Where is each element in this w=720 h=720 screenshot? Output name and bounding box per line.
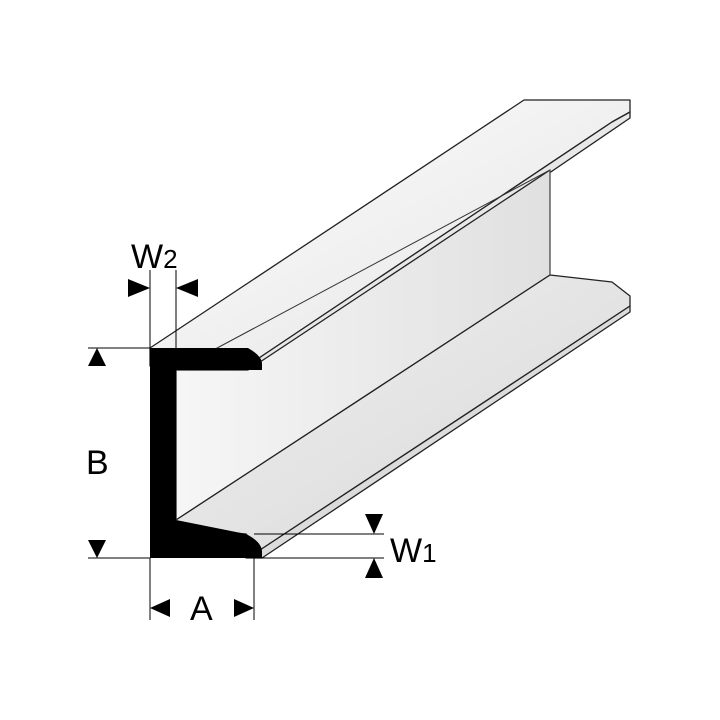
b-arrow-bottom bbox=[88, 540, 106, 558]
dimension-lines bbox=[88, 270, 384, 620]
w1-arrow-bottom bbox=[365, 558, 383, 578]
web-edge-line bbox=[175, 169, 551, 371]
dimension-arrows bbox=[88, 279, 383, 617]
b-arrow-top bbox=[88, 348, 106, 366]
label-w1: W1 bbox=[390, 532, 437, 570]
dimension-labels: W2 B W1 A bbox=[86, 238, 437, 628]
w2-arrow-right bbox=[176, 279, 198, 297]
label-b: B bbox=[86, 444, 109, 482]
w1-arrow-top bbox=[365, 514, 383, 534]
channel-cross-section bbox=[150, 348, 262, 558]
label-w2: W2 bbox=[131, 238, 178, 276]
a-arrow-left bbox=[150, 599, 170, 617]
w2-arrow-left bbox=[128, 279, 150, 297]
label-a: A bbox=[190, 590, 213, 628]
a-arrow-right bbox=[234, 599, 254, 617]
channel-body-3d bbox=[149, 99, 631, 559]
